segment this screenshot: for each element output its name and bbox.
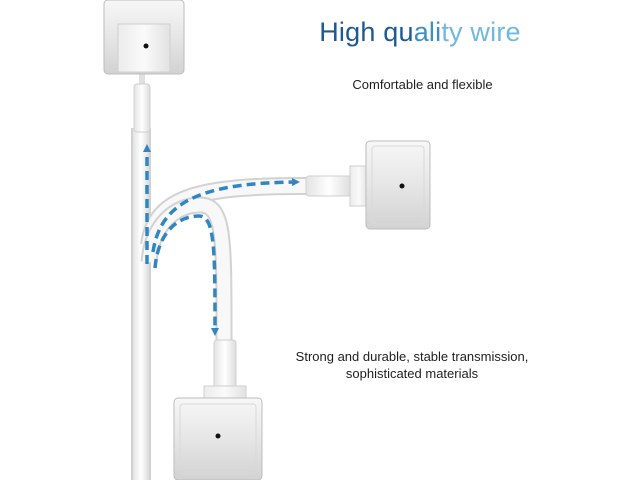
headline-part-3: ty wire xyxy=(441,17,521,47)
bottom-connector-pin-icon xyxy=(215,433,221,439)
main-cable xyxy=(131,128,151,480)
direction-arrows xyxy=(143,144,300,336)
caption-durable-line-1: Strong and durable, stable transmission, xyxy=(295,349,529,364)
caption-durable: Strong and durable, stable transmission,… xyxy=(272,348,552,382)
headline-part-1: High qu xyxy=(319,17,414,47)
arrow-right-icon xyxy=(151,178,300,253)
right-connector xyxy=(305,140,431,230)
bottom-connector xyxy=(173,339,263,480)
right-connector-pin-icon xyxy=(399,183,405,189)
headline: High quality wire xyxy=(300,14,540,50)
caption-flexible: Comfortable and flexible xyxy=(352,77,493,92)
top-connector xyxy=(103,0,185,133)
caption-durable-line-2: sophisticated materials xyxy=(345,366,479,381)
lower-branch-cable xyxy=(140,196,233,346)
arrow-down-icon xyxy=(153,214,219,336)
headline-part-2: ali xyxy=(413,17,442,47)
top-connector-pin-icon xyxy=(143,43,149,49)
